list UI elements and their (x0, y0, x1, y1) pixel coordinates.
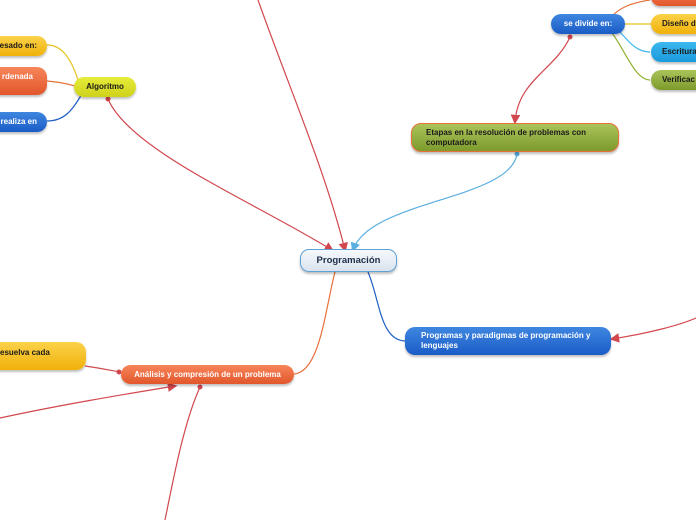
link-algoritmo-expresado (46, 44, 79, 81)
node-analisis[interactable]: Análisis y compresión de un problema (121, 365, 294, 384)
node-verificacion-label: Verificac (662, 75, 695, 85)
node-algoritmo[interactable]: Algoritmo (74, 77, 136, 97)
link-sedivide-to-etapas (510, 36, 571, 125)
node-analisis-label: Análisis y compresión de un problema (134, 369, 281, 379)
link-dot (197, 384, 203, 390)
link-root-to-programas (367, 271, 406, 342)
link-dot (567, 34, 573, 40)
node-etapas[interactable]: Etapas en la resolución de problemas con… (411, 123, 619, 152)
node-realiza-label: realiza en (0, 117, 37, 127)
link-top-to-root (257, 0, 348, 253)
node-programas[interactable]: Programas y paradigmas de programación y… (405, 327, 611, 355)
node-escritura[interactable]: Escritura (651, 42, 696, 62)
node-diseno[interactable]: Diseño d (651, 14, 696, 34)
link-left-to-analisis (0, 382, 178, 419)
node-resuelva-label: esuelva cada (0, 348, 50, 357)
link-sedivide-escritura (617, 29, 651, 53)
link-root-to-analisis (293, 271, 336, 375)
root-label: Programación (316, 254, 381, 266)
node-verificacion[interactable]: Verificac (651, 70, 696, 90)
node-ordenada-label: rdenada (1, 72, 33, 81)
link-dot (105, 96, 111, 102)
node-escritura-label: Escritura (662, 47, 696, 57)
link-algoritmo-to-root (107, 98, 335, 252)
root-node-programacion[interactable]: Programación (300, 249, 397, 272)
node-realiza[interactable]: realiza en (0, 112, 47, 132)
node-top-clipped[interactable] (651, 0, 696, 6)
link-algoritmo-ordenada (46, 80, 76, 87)
node-resuelva[interactable]: esuelva cada (0, 342, 86, 370)
node-programas-label: Programas y paradigmas de programación y… (421, 331, 591, 350)
node-diseno-label: Diseño d (662, 19, 696, 29)
link-sedivide-verificacion (611, 32, 651, 81)
link-right-to-programas (609, 317, 696, 343)
node-etapas-label: Etapas en la resolución de problemas con… (426, 127, 587, 147)
link-resuelva-to-analisis (84, 365, 121, 373)
link-analisis-down (164, 386, 201, 520)
node-expresado[interactable]: esado en: (0, 36, 47, 56)
node-ordenada[interactable]: rdenada (0, 67, 47, 95)
node-algoritmo-label: Algoritmo (86, 82, 124, 92)
link-algoritmo-realiza (46, 93, 83, 122)
node-expresado-label: esado en: (0, 41, 37, 51)
node-se-divide[interactable]: se divide en: (551, 14, 625, 34)
link-etapas-to-root (350, 153, 518, 253)
node-se-divide-label: se divide en: (563, 19, 613, 29)
link-dot (514, 151, 520, 157)
link-dot (116, 369, 122, 375)
